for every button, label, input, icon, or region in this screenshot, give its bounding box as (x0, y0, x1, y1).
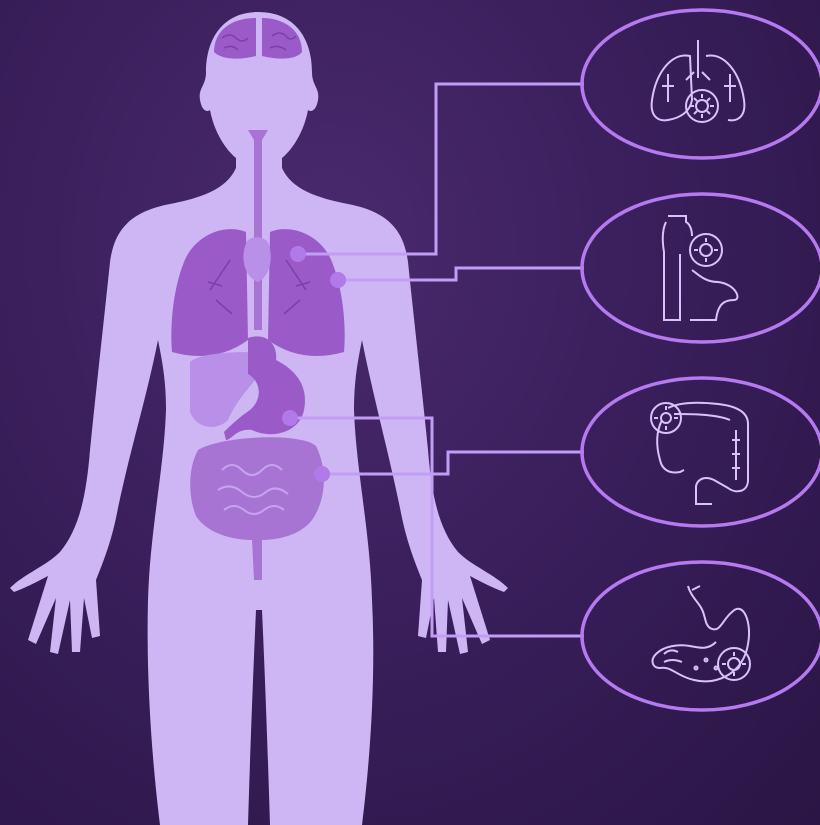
callout-stomach (582, 562, 820, 710)
stomach-virus-icon (653, 586, 750, 681)
marker-dot-stomach (282, 410, 298, 426)
connector-colon (322, 452, 584, 474)
marker-dot-breast (330, 272, 346, 288)
marker-dot-lungs (290, 246, 306, 262)
colon-virus-icon (651, 403, 748, 504)
marker-dot-colon (314, 466, 330, 482)
callout-colon (582, 378, 820, 526)
callout-lungs (582, 10, 820, 158)
breast-virus-icon (663, 216, 738, 320)
callout-breast (582, 194, 820, 342)
lungs-virus-icon (652, 40, 745, 122)
